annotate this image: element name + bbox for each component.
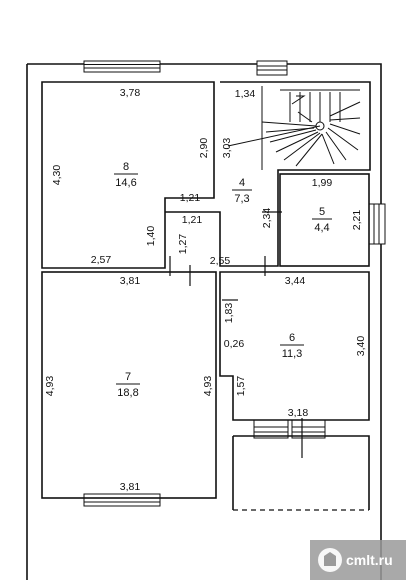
dim-r5-top: 1,99: [312, 177, 333, 189]
room-4-number: 4: [239, 177, 245, 189]
watermark-text: cmlt.ru: [346, 552, 393, 568]
doors: [169, 211, 303, 458]
dim-hall-post: 1,40: [145, 226, 157, 247]
window-bottom: [83, 493, 161, 507]
dim-r5-right: 2,21: [351, 210, 363, 231]
dim-r7-left: 4,93: [44, 376, 56, 397]
dim-hall-mid: 1,21: [182, 214, 203, 226]
room-6-walls: [219, 271, 370, 421]
dim-r8-top: 3,78: [120, 87, 141, 99]
dim-r8-left: 4,30: [51, 165, 63, 186]
room-7-area: 18,8: [117, 387, 138, 399]
room-walls: [41, 81, 371, 510]
room-5-area: 4,4: [314, 222, 329, 234]
window-top-right: [256, 60, 288, 76]
dim-r8-bottom: 2,57: [91, 254, 112, 266]
dim-r8-step: 1,21: [180, 192, 201, 204]
room-7-walls: [41, 271, 217, 499]
room-4-area: 7,3: [234, 193, 249, 205]
room-5-walls: [279, 173, 370, 267]
dim-r6-left-top: 1,83: [223, 303, 235, 324]
window-top-left: [83, 60, 161, 73]
dim-r6-right: 3,40: [355, 336, 367, 357]
staircase: [227, 86, 361, 170]
dim-r7-right: 4,93: [202, 376, 214, 397]
balcony-walls: [233, 435, 370, 510]
room-6-area: 11,3: [282, 348, 303, 360]
dim-r7-top: 3,81: [120, 275, 141, 287]
dim-r6-left-mid: 0,26: [224, 338, 245, 350]
watermark: cmlt.ru: [310, 540, 406, 580]
dim-r6-top: 3,44: [285, 275, 306, 287]
room-8-number: 8: [123, 161, 129, 173]
dim-r6-left-bottom: 1,57: [235, 376, 247, 397]
dim-hall-bottom: 2,55: [210, 255, 231, 267]
dim-r7-bottom: 3,81: [120, 481, 141, 493]
dimension-labels: 3,78 4,30 2,90 1,21 2,57 1,34 3,03 1,21 …: [44, 87, 367, 493]
dim-hall-stair: 3,03: [221, 138, 233, 159]
dim-hall-right: 2,34: [261, 208, 273, 229]
dim-r8-right: 2,90: [198, 138, 210, 159]
room-8-walls: [41, 81, 215, 269]
room-labels: 8 14,6 4 7,3 5 4,4 7 18,8 6 11,3: [114, 161, 332, 399]
dim-hall-post2: 1,27: [177, 234, 189, 255]
room-5-number: 5: [319, 206, 325, 218]
room-6-number: 6: [289, 332, 295, 344]
room-8-area: 14,6: [115, 177, 136, 189]
room-4-walls: [165, 81, 371, 267]
window-right: [368, 203, 386, 245]
dim-hall-top: 1,34: [235, 88, 256, 100]
dim-r6-bottom: 3,18: [288, 407, 309, 419]
room-7-number: 7: [125, 371, 131, 383]
